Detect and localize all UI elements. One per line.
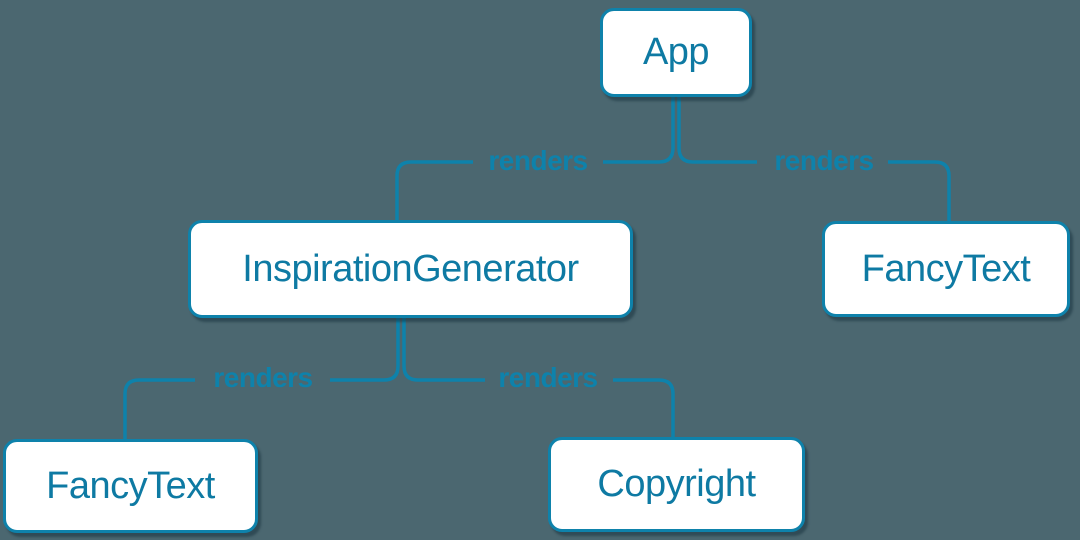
edge-inspirationgenerator-to-fancytext [123,317,400,440]
node-fancy-text-top-label: FancyText [861,247,1031,290]
edge-label-renders-app-fancytext: renders [774,145,874,176]
edge-app-to-fancytext [677,96,951,222]
node-inspiration-generator: InspirationGenerator [188,220,633,318]
edge-app-to-inspirationgenerator [395,96,675,221]
node-fancy-text-top: FancyText [822,221,1070,317]
node-app: App [600,8,752,97]
node-fancy-text-bottom: FancyText [3,439,258,533]
node-copyright: Copyright [548,437,805,532]
edge-label-renders-inspirationgenerator-copyright: renders [498,362,598,393]
edge-label-renders-app-inspirationgenerator: renders [488,145,588,176]
node-inspiration-generator-label: InspirationGenerator [242,247,579,290]
node-app-label: App [642,31,710,73]
edge-inspirationgenerator-to-copyright [402,317,675,438]
edge-label-renders-inspirationgenerator-fancytext: renders [213,362,313,393]
node-copyright-label: Copyright [597,463,756,505]
node-fancy-text-bottom-label: FancyText [46,464,215,507]
